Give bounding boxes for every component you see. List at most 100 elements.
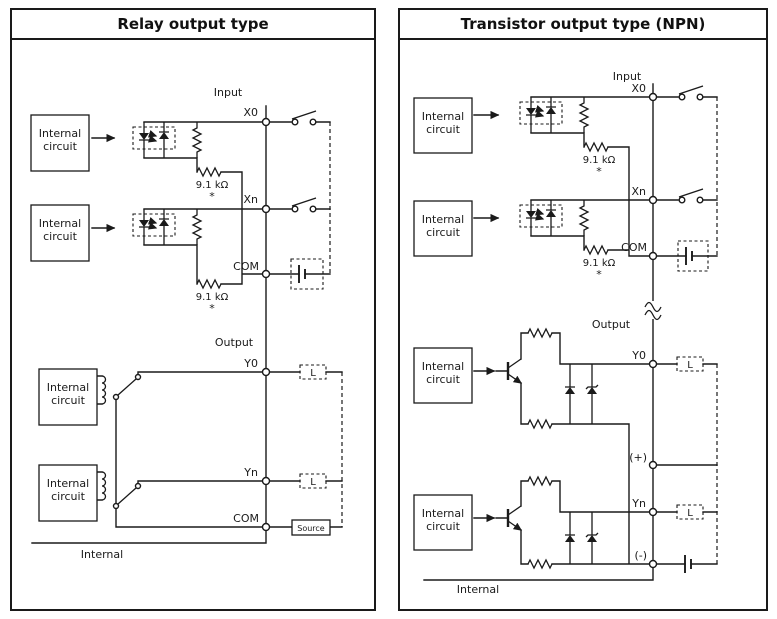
asterisk: *	[596, 165, 602, 178]
input-power-battery	[677, 240, 709, 272]
terminal-x0: X0	[243, 106, 271, 127]
optocoupler-outline	[519, 204, 563, 228]
internal-circuit-box	[413, 494, 473, 551]
resistor	[578, 97, 590, 133]
transistor-collector	[507, 358, 522, 369]
relay-coil	[101, 375, 107, 405]
switch-contact	[678, 93, 686, 101]
terminal-com-input: COM	[233, 260, 271, 279]
terminal-com-label: COM	[233, 260, 259, 273]
resistor-9k1	[196, 166, 222, 178]
input-switch-xn	[678, 188, 704, 204]
switch-blade	[678, 188, 704, 198]
resistor	[527, 418, 553, 430]
load-y0: L	[676, 356, 704, 372]
box-text: circuit	[426, 123, 460, 136]
zener-diode-y0	[585, 364, 599, 424]
relay-panel: Relay output type Input Internal circuit	[10, 8, 376, 611]
zener-triangle	[587, 535, 597, 542]
optocoupler-outline	[132, 213, 176, 237]
switch-contact	[309, 118, 317, 126]
switch-contact	[291, 205, 299, 213]
resistor	[578, 200, 590, 236]
transistor-diagram: Input Internal circuit 9.1 kΩ * X0	[413, 70, 718, 596]
input-switch-xn	[291, 197, 317, 213]
load-label: L	[310, 368, 316, 379]
internal-circuit-box-input2: Internal circuit	[413, 200, 473, 257]
line-break-mask	[646, 301, 661, 319]
terminal-y0: Y0	[243, 357, 271, 377]
led-triangle	[526, 211, 536, 218]
terminal-com: COM	[621, 241, 658, 261]
internal-circuit-box	[30, 204, 90, 262]
box-text: Internal	[422, 213, 464, 226]
switch-blade	[291, 110, 317, 120]
switch-contact	[696, 93, 704, 101]
diode-triangle	[565, 387, 575, 394]
battery-outline	[677, 240, 709, 272]
transistor-emitter	[507, 520, 523, 531]
terminal-minus: (-)	[634, 549, 658, 569]
transistor-emitter	[507, 373, 523, 384]
box-text: circuit	[426, 226, 460, 239]
emission-arrow	[147, 130, 158, 138]
internal-circuit-box	[38, 368, 98, 426]
switch-blade	[678, 85, 704, 95]
terminal-circle	[261, 269, 271, 279]
internal-circuit-box	[30, 114, 90, 172]
asterisk: *	[596, 268, 602, 281]
terminal-circle	[648, 460, 658, 470]
load-box	[676, 504, 704, 520]
terminal-circle	[648, 359, 658, 369]
box-text: Internal	[39, 127, 81, 140]
resistor-value: 9.1 kΩ	[583, 258, 616, 269]
emission-arrow	[147, 217, 158, 225]
break-wave	[644, 301, 662, 313]
internal-circuit-box	[38, 464, 98, 522]
photodiode-triangle	[546, 210, 556, 217]
optocoupler-outline	[519, 101, 563, 125]
relay-diagram: Input Internal circuit 9.1 kΩ * X0	[30, 86, 343, 561]
internal-circuit-box	[413, 347, 473, 404]
internal-circuit-box-input1: Internal circuit	[30, 114, 90, 172]
contact-blade	[117, 487, 137, 505]
contact-point	[134, 373, 142, 381]
input-power-battery	[290, 258, 324, 290]
source-box: Source	[291, 519, 331, 536]
internal-circuit-box-output1: Internal circuit	[38, 368, 98, 426]
switch-contact	[291, 118, 299, 126]
switch-contact	[309, 205, 317, 213]
internal-circuit-box-input2: Internal circuit	[30, 204, 90, 262]
load-box	[299, 473, 327, 489]
flyback-diode-yn	[565, 512, 575, 564]
terminal-x0-label: X0	[631, 82, 646, 95]
break-wave	[644, 309, 662, 321]
terminal-circle	[648, 92, 658, 102]
terminal-x0-label: X0	[243, 106, 258, 119]
load-label: L	[310, 477, 316, 488]
transistor-wiring-solid	[423, 83, 718, 581]
led-triangle	[139, 133, 149, 140]
resistor-value: 9.1 kΩ	[196, 180, 229, 191]
line-break-symbol	[644, 301, 662, 321]
resistor-9k1	[583, 141, 609, 153]
emission-arrow	[147, 135, 158, 143]
switch-contact	[696, 196, 704, 204]
box-text: circuit	[426, 373, 460, 386]
relay-panel-title: Relay output type	[12, 10, 374, 40]
terminal-com-label: COM	[621, 241, 647, 254]
load-label: L	[687, 360, 693, 371]
terminal-yn: Yn	[631, 497, 658, 517]
internal-area-label: Internal	[81, 548, 123, 561]
asterisk: *	[209, 302, 215, 315]
box-text: circuit	[51, 490, 85, 503]
relay-contact-y0	[112, 373, 142, 401]
resistor-9k1	[583, 244, 609, 256]
resistor	[527, 558, 553, 570]
box-text: Internal	[47, 477, 89, 490]
output-transistor-y0	[506, 358, 523, 384]
optocoupler-x0	[519, 97, 563, 133]
terminal-circle	[648, 559, 658, 569]
terminal-y0: Y0	[631, 349, 658, 369]
input-section-label: Input	[613, 70, 642, 83]
